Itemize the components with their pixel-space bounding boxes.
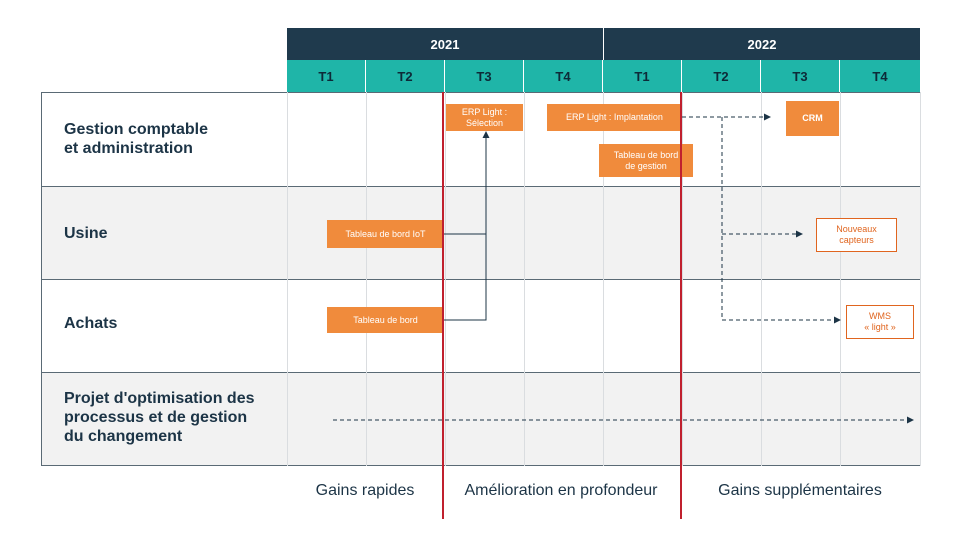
row-bg-usine bbox=[41, 186, 921, 279]
phase-label-amelioration: Amélioration en profondeur bbox=[464, 482, 658, 499]
task-nouveaux-capteurs: Nouveaux capteurs bbox=[816, 218, 897, 252]
task-erp-implantation: ERP Light : Implantation bbox=[547, 104, 682, 131]
quarter-header: T3 bbox=[445, 60, 524, 92]
row-label-gestion: Gestion comptable et administration bbox=[64, 121, 209, 157]
quarter-header: T1 bbox=[603, 60, 682, 92]
phase-separator-1 bbox=[442, 92, 444, 519]
task-crm: CRM bbox=[786, 101, 839, 136]
task-tableau-achats: Tableau de bord bbox=[327, 307, 444, 333]
wms-line-1: WMS bbox=[869, 311, 891, 321]
capteurs-line-2: capteurs bbox=[839, 235, 874, 245]
row-label-usine: Usine bbox=[64, 224, 108, 242]
year-header-2021: 2021 bbox=[287, 28, 603, 60]
row-label-projet: Projet d'optimisation des processus et d… bbox=[64, 389, 255, 445]
row-bg-achats bbox=[41, 279, 921, 372]
quarter-header: T2 bbox=[366, 60, 445, 92]
year-header-2022: 2022 bbox=[604, 28, 920, 60]
wms-line-2: « light » bbox=[864, 322, 896, 332]
phase-separator-2 bbox=[680, 92, 682, 519]
grid-line bbox=[761, 92, 762, 466]
row-label-achats: Achats bbox=[64, 314, 118, 332]
grid-line bbox=[920, 92, 921, 466]
quarter-header: T3 bbox=[761, 60, 840, 92]
grid-line bbox=[840, 92, 841, 466]
dashed-connectors bbox=[333, 113, 914, 424]
grid-line bbox=[603, 92, 604, 466]
task-tableau-gestion: Tableau de bord de gestion bbox=[599, 144, 693, 177]
phase-label-gains-rapides: Gains rapides bbox=[315, 482, 415, 499]
quarter-header: T4 bbox=[524, 60, 603, 92]
grid-line bbox=[524, 92, 525, 466]
task-wms-light: WMS « light » bbox=[846, 305, 914, 339]
quarter-header: T1 bbox=[287, 60, 366, 92]
task-erp-selection: ERP Light : Sélection bbox=[446, 104, 523, 131]
capteurs-line-1: Nouveaux bbox=[836, 224, 877, 234]
phase-label-gains-supplementaires: Gains supplémentaires bbox=[718, 482, 882, 499]
solid-connector-to-erp-selection bbox=[443, 131, 490, 321]
quarter-header: T4 bbox=[840, 60, 920, 92]
grid-line bbox=[287, 92, 288, 466]
grid-line bbox=[682, 92, 683, 466]
task-tableau-iot: Tableau de bord IoT bbox=[327, 220, 444, 248]
row-bg-projet bbox=[41, 372, 921, 466]
grid-line bbox=[366, 92, 367, 466]
quarter-header: T2 bbox=[682, 60, 761, 92]
grid-line bbox=[445, 92, 446, 466]
